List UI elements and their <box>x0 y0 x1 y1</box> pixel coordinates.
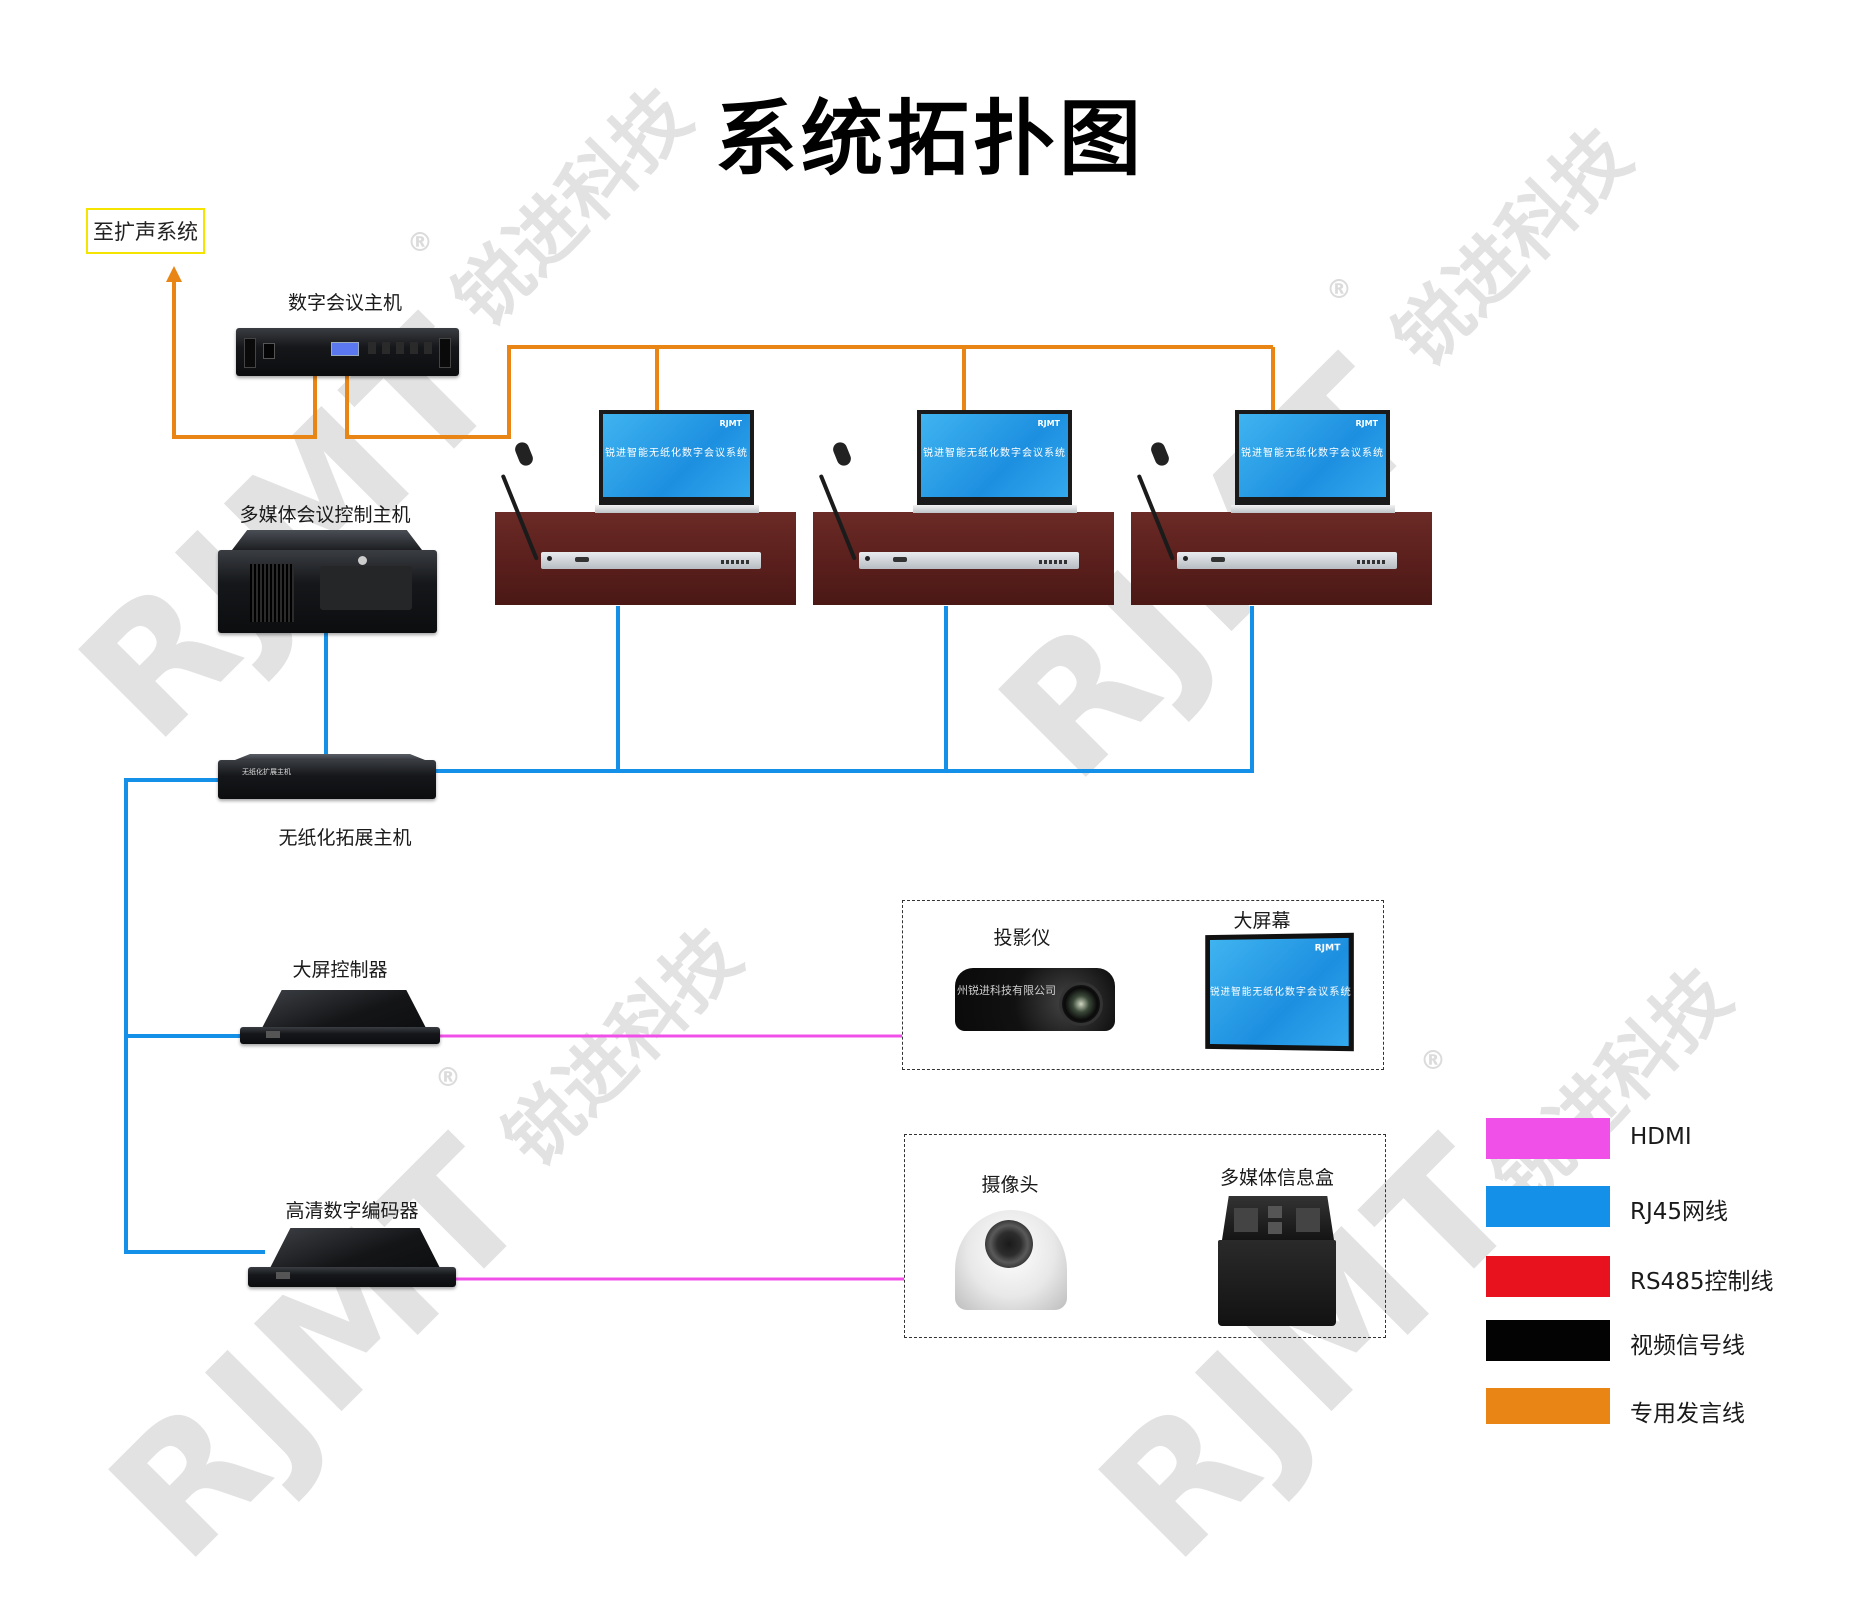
screen-title: 锐进智能无纸化数字会议系统 <box>1239 444 1386 459</box>
hd-encoder-top <box>270 1228 440 1268</box>
legend-swatch <box>1486 1320 1610 1361</box>
desk-screen: RJMT 锐进智能无纸化数字会议系统 <box>917 410 1072 505</box>
screen-title: 锐进智能无纸化数字会议系统 <box>603 444 750 459</box>
speech-line-trunk <box>347 347 1273 437</box>
multimedia-host-top <box>232 530 422 550</box>
rj45-line-left-bus <box>126 780 265 1252</box>
arrow-up-icon <box>166 266 182 282</box>
legend-swatch <box>1486 1118 1610 1159</box>
hd-encoder-label: 高清数字编码器 <box>285 1196 418 1223</box>
desk-panel <box>1177 552 1397 569</box>
expansion-host-label: 无纸化拓展主机 <box>278 823 411 850</box>
screen-controller-label: 大屏控制器 <box>292 955 387 982</box>
media-box-device <box>1218 1240 1336 1326</box>
big-screen-label: 大屏幕 <box>1233 906 1290 933</box>
legend-label: HDMI <box>1630 1124 1692 1150</box>
pa-system-label: 至扩声系统 <box>93 216 198 246</box>
camera-lens <box>985 1220 1033 1268</box>
screen-title: 锐进智能无纸化数字会议系统 <box>921 444 1068 459</box>
desk-screen: RJMT 锐进智能无纸化数字会议系统 <box>599 410 754 505</box>
projector-lens <box>1059 982 1103 1026</box>
expansion-host-device: 无纸化扩展主机 <box>218 760 436 799</box>
legend-swatch <box>1486 1388 1610 1424</box>
screen-lift-base <box>1231 505 1395 513</box>
multimedia-host-label: 多媒体会议控制主机 <box>239 500 410 527</box>
legend-label: RJ45网线 <box>1630 1192 1728 1226</box>
pa-system-callout: 至扩声系统 <box>86 208 205 254</box>
screen-brand: RJMT <box>719 419 742 428</box>
hd-encoder-device <box>248 1267 456 1287</box>
big-screen-brand: RJMT <box>1315 943 1341 953</box>
legend-label: RS485控制线 <box>1630 1262 1773 1296</box>
digital-host-label: 数字会议主机 <box>288 288 402 315</box>
legend-label: 视频信号线 <box>1630 1326 1745 1360</box>
projector-overlay-text: 州锐进科技有限公司 <box>957 982 1056 998</box>
screen-lift-base <box>913 505 1077 513</box>
screen-brand: RJMT <box>1355 419 1378 428</box>
screen-lift-base <box>595 505 759 513</box>
screen-controller-top <box>262 990 426 1028</box>
big-screen-title: 锐进智能无纸化数字会议系统 <box>1210 983 1349 998</box>
media-box-label: 多媒体信息盒 <box>1220 1163 1334 1190</box>
projector-device: 州锐进科技有限公司 <box>955 968 1115 1031</box>
desk-screen: RJMT 锐进智能无纸化数字会议系统 <box>1235 410 1390 505</box>
desk-panel <box>541 552 761 569</box>
screen-brand: RJMT <box>1037 419 1060 428</box>
expansion-host-panel-text: 无纸化扩展主机 <box>242 767 291 777</box>
projector-label: 投影仪 <box>993 923 1050 950</box>
digital-host-device <box>236 328 459 376</box>
desk-panel <box>859 552 1079 569</box>
big-screen-device: RJMT 锐进智能无纸化数字会议系统 <box>1205 933 1354 1051</box>
legend-swatch <box>1486 1186 1610 1227</box>
legend-label: 专用发言线 <box>1630 1394 1745 1428</box>
multimedia-host-device <box>218 550 437 633</box>
rj45-line-desk-bus <box>436 606 1252 771</box>
legend-swatch <box>1486 1256 1610 1297</box>
screen-controller-device <box>240 1027 440 1044</box>
media-box-lid <box>1222 1196 1334 1240</box>
camera-label: 摄像头 <box>981 1170 1038 1197</box>
